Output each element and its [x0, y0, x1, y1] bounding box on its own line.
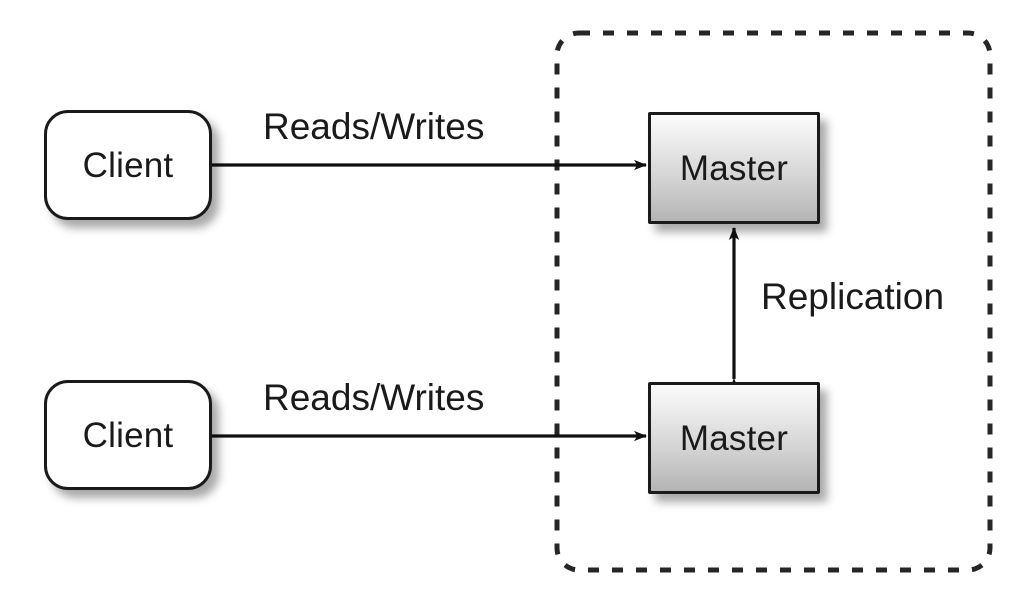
- node-master-top[interactable]: Master: [648, 112, 820, 224]
- node-client-bottom[interactable]: Client: [44, 380, 212, 490]
- node-client-top[interactable]: Client: [44, 110, 212, 220]
- node-label: Client: [82, 145, 174, 185]
- node-label: Master: [679, 418, 789, 458]
- node-label: Master: [679, 148, 789, 188]
- edge-label-replication: Replication: [761, 276, 945, 317]
- edge-label-reads-writes-top: Reads/Writes: [263, 106, 485, 147]
- node-label: Client: [82, 415, 174, 455]
- node-master-bottom[interactable]: Master: [648, 382, 820, 494]
- edge-label-reads-writes-bottom: Reads/Writes: [263, 377, 485, 418]
